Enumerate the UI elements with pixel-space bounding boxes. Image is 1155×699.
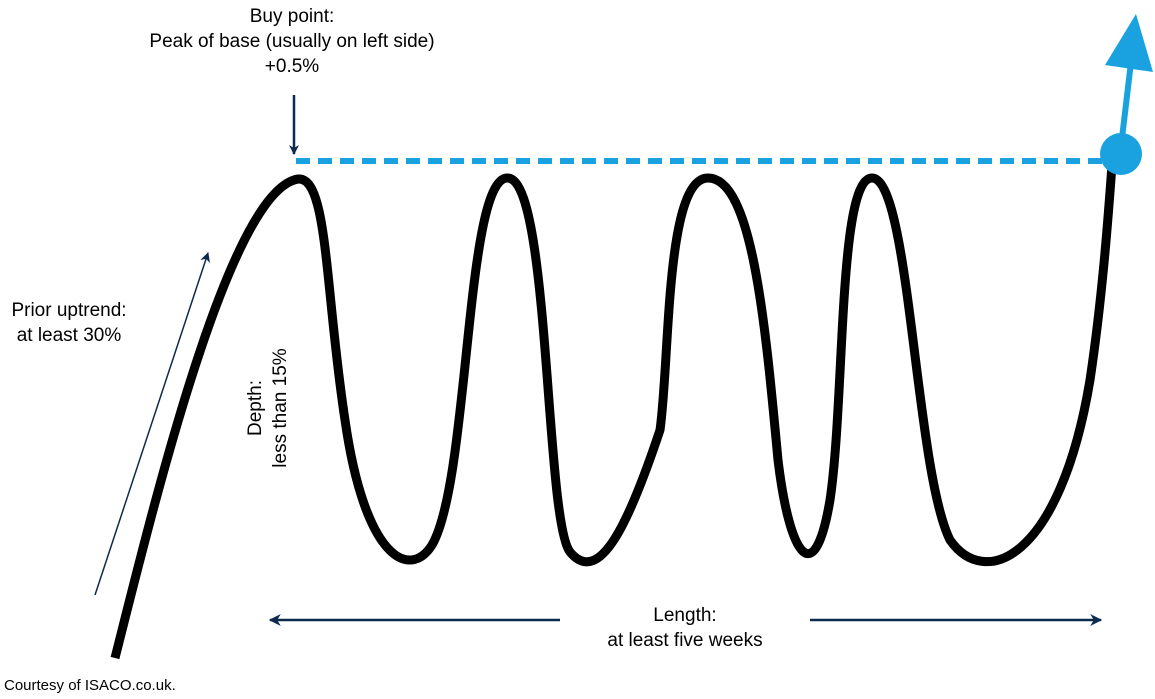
buy-point-description: Peak of base (usually on left side) — [149, 31, 435, 52]
buy-point-annotation: Buy point: Peak of base (usually on left… — [92, 4, 492, 79]
length-annotation: Length: at least five weeks — [560, 603, 810, 653]
price-curve — [110, 164, 1117, 660]
prior-uptrend-arrow — [94, 252, 210, 596]
buy-point-marker — [1100, 133, 1142, 175]
depth-title: Depth: — [245, 380, 266, 436]
depth-annotation: Depth: less than 15% — [243, 308, 293, 508]
breakout-arrowhead-icon — [1105, 14, 1153, 72]
courtesy-credit: Courtesy of ISACO.co.uk. — [4, 677, 176, 694]
length-value: at least five weeks — [607, 630, 763, 651]
buy-point-title: Buy point: — [249, 6, 335, 27]
length-title: Length: — [653, 605, 717, 626]
prior-uptrend-annotation: Prior uptrend: at least 30% — [4, 298, 134, 348]
prior-uptrend-title: Prior uptrend: — [11, 300, 127, 321]
depth-value: less than 15% — [270, 348, 291, 468]
prior-uptrend-value: at least 30% — [16, 325, 122, 346]
buy-point-offset: +0.5% — [264, 56, 320, 77]
